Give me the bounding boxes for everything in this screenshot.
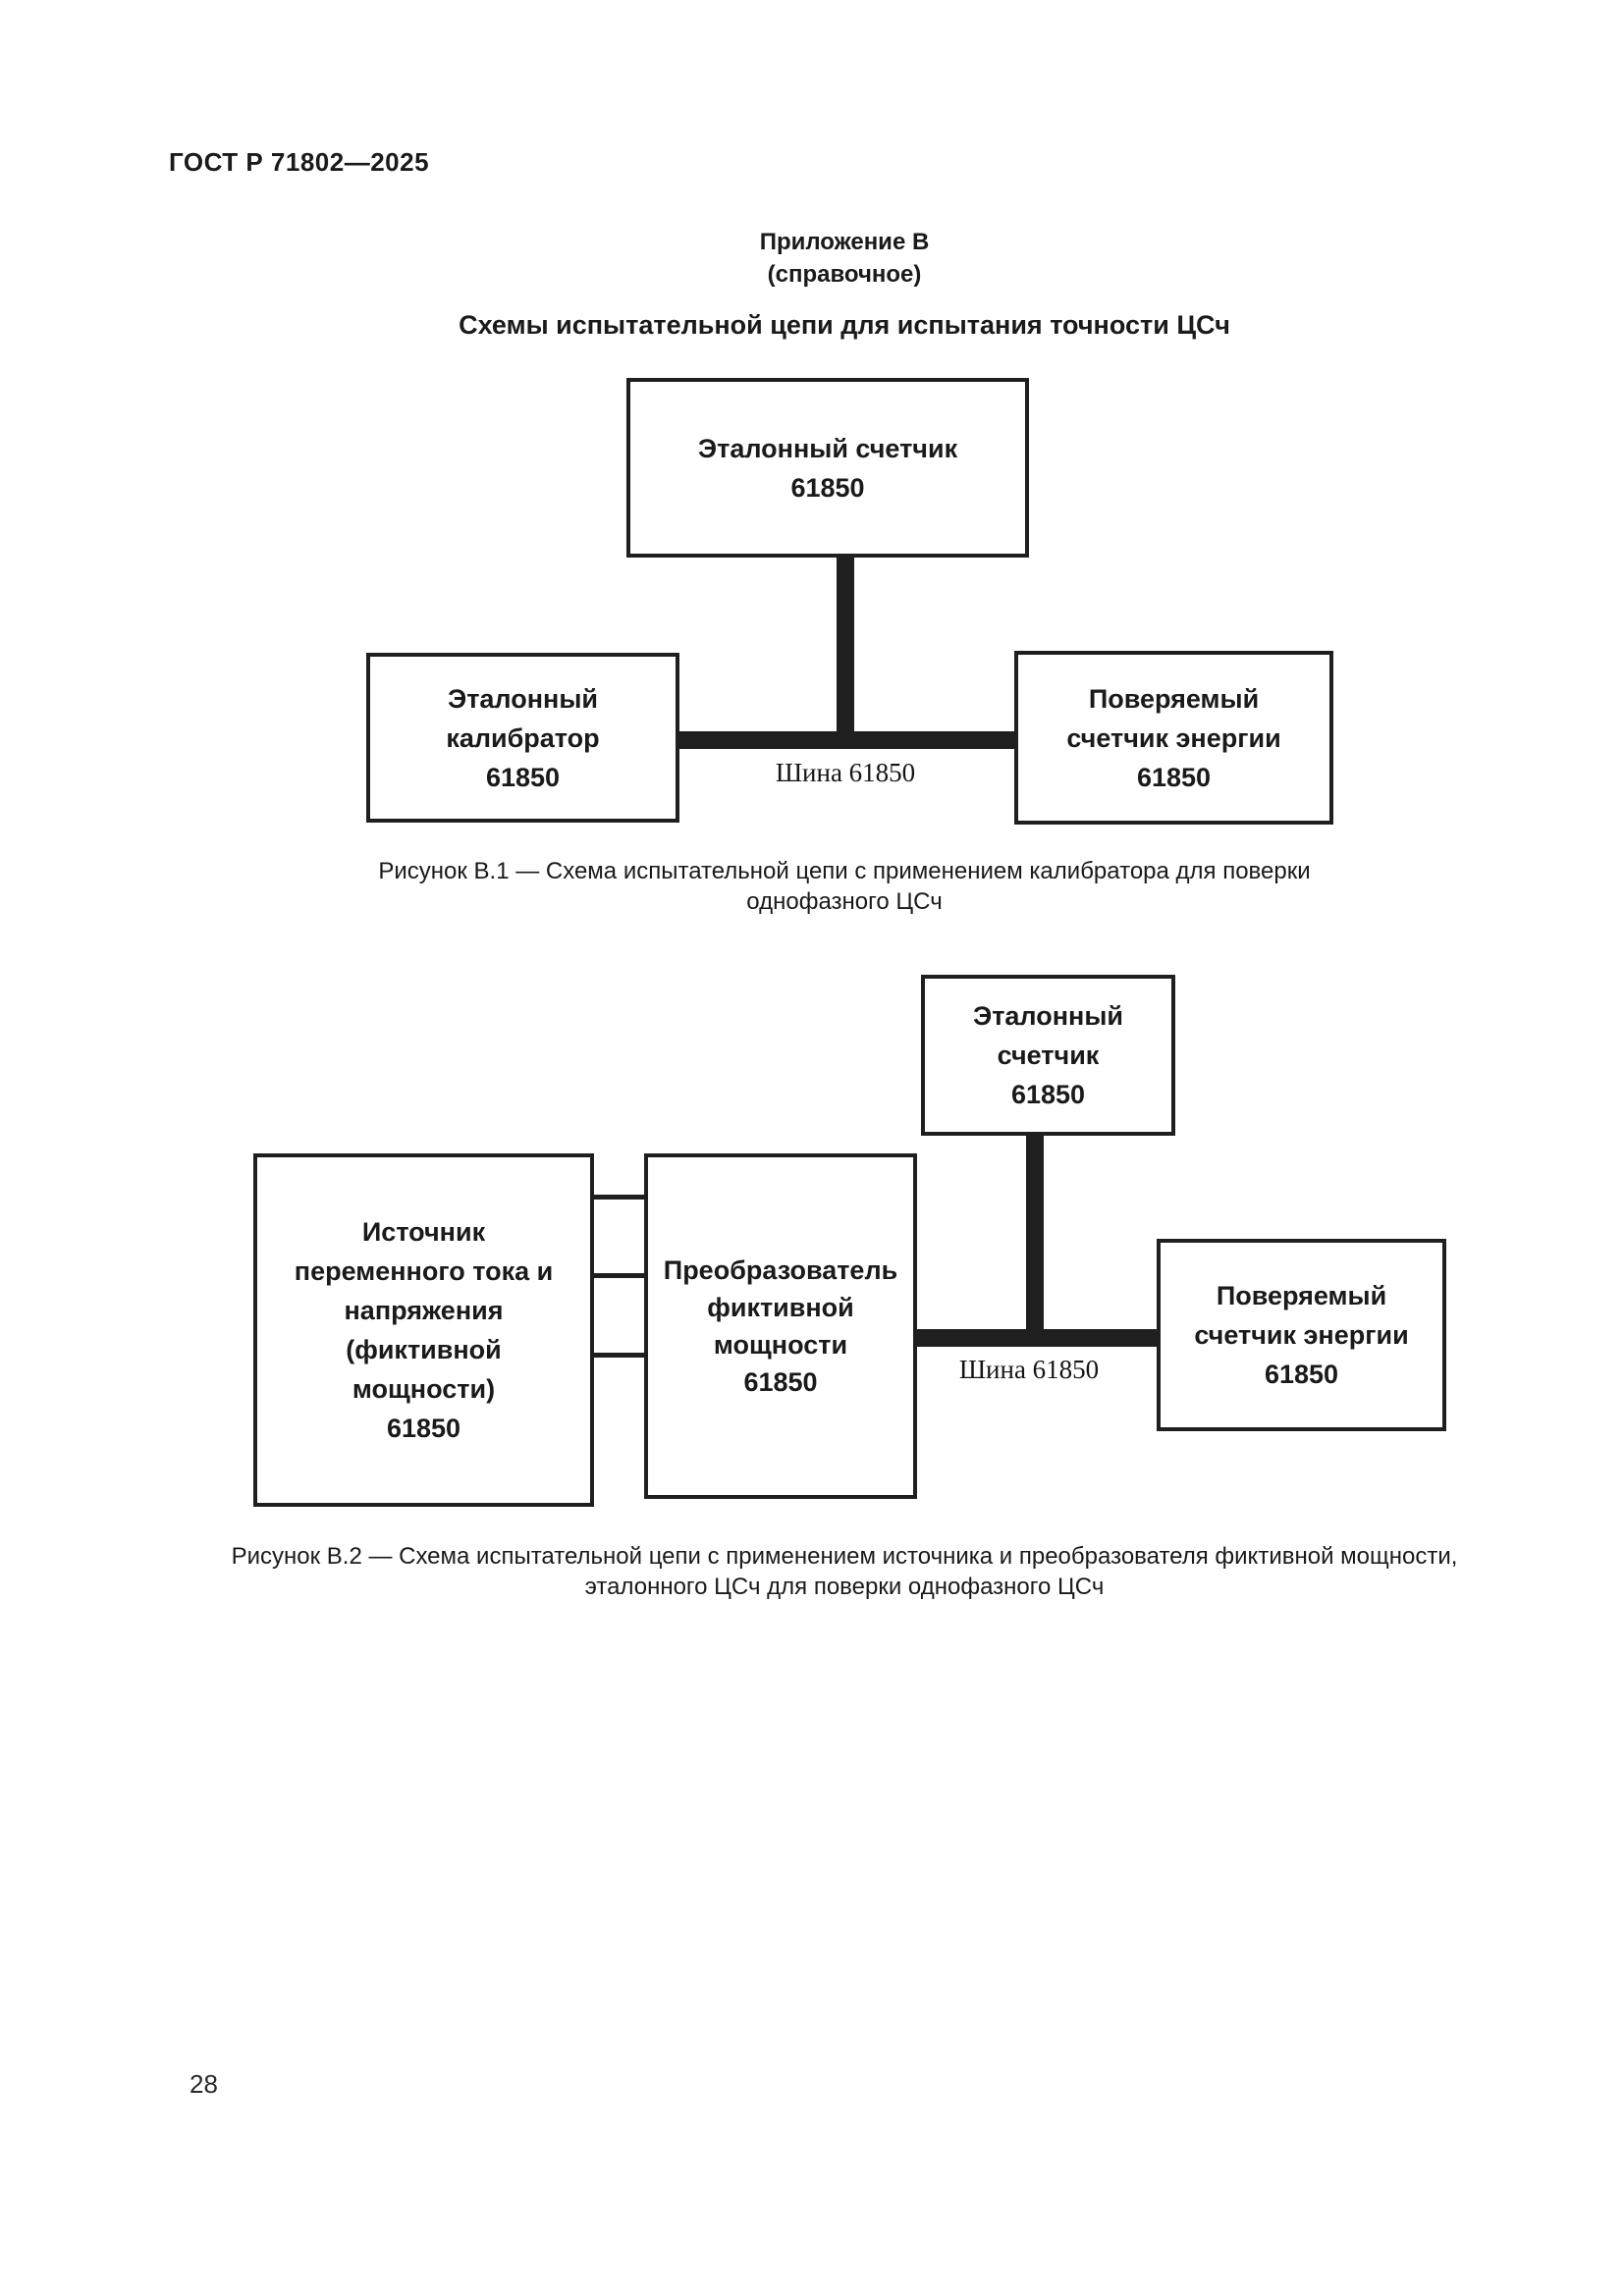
box-label-line: Поверяемый	[1088, 683, 1260, 714]
b2-box-meter-under-test: Поверяемый счетчик энергии 61850	[1157, 1239, 1446, 1431]
b1-horizontal-bus-line	[679, 731, 1014, 749]
box-label-line: Преобразователь	[663, 1255, 898, 1285]
appendix-title: Приложение В	[759, 229, 930, 255]
caption-line: однофазного ЦСч	[746, 888, 943, 915]
b2-wire-connector-middle	[591, 1273, 646, 1278]
box-label-line: 61850	[1136, 762, 1212, 792]
b2-caption: Рисунок В.2 — Схема испытательной цепи с…	[137, 1541, 1551, 1602]
box-label-line: Эталонный	[447, 683, 598, 714]
box-label-line: калибратор	[446, 722, 600, 753]
box-label-line: Источник	[361, 1217, 486, 1247]
b2-vertical-bus-line	[1026, 1136, 1044, 1347]
box-label-line: переменного тока и	[294, 1256, 554, 1286]
box-label-line: Эталонный	[972, 1001, 1123, 1031]
b2-box-reference-meter: Эталонный счетчик 61850	[921, 975, 1175, 1136]
box-label-line: счетчик энергии	[1066, 722, 1281, 753]
b2-bus-label: Шина 61850	[958, 1355, 1100, 1384]
box-label-line: 61850	[743, 1367, 818, 1397]
b2-wire-connector-top	[591, 1195, 646, 1200]
box-label-line: 61850	[1264, 1360, 1339, 1389]
document-header: ГОСТ Р 71802—2025	[169, 147, 430, 177]
b2-wire-connector-bottom	[591, 1353, 646, 1358]
box-label-line: фиктивной	[707, 1293, 854, 1322]
box-label-line: 61850	[485, 762, 561, 792]
box-label-line: счетчик энергии	[1194, 1320, 1409, 1350]
caption-line: Рисунок В.2 — Схема испытательной цепи с…	[231, 1543, 1458, 1570]
b1-box-meter-under-test: Поверяемый счетчик энергии 61850	[1014, 651, 1333, 825]
appendix-subtitle: (справочное)	[767, 261, 922, 288]
b1-bus-label: Шина 61850	[775, 758, 916, 787]
b1-vertical-bus-line	[837, 558, 854, 749]
box-label-line: мощности	[713, 1330, 848, 1360]
b1-box-reference-meter: Эталонный счетчик 61850	[626, 378, 1029, 558]
b1-caption: Рисунок В.1 — Схема испытательной цепи с…	[137, 856, 1551, 917]
box-label-line: счетчик	[997, 1041, 1100, 1070]
box-label-line: напряжения	[344, 1296, 504, 1325]
box-label-line: 61850	[790, 472, 865, 503]
b2-box-source: Источник переменного тока и напряжения (…	[253, 1153, 594, 1507]
box-label-line: (фиктивной	[346, 1335, 502, 1364]
box-label-line: Эталонный счетчик	[697, 433, 958, 463]
b2-box-converter: Преобразователь фиктивной мощности 61850	[644, 1153, 917, 1499]
page-title: Схемы испытательной цепи для испытания т…	[459, 310, 1230, 340]
caption-line: эталонного ЦСч для поверки однофазного Ц…	[584, 1574, 1105, 1600]
box-label-line: 61850	[386, 1414, 461, 1443]
box-label-line: 61850	[1010, 1080, 1086, 1109]
box-label-line: Поверяемый	[1216, 1281, 1387, 1310]
page-number: 28	[189, 2069, 218, 2099]
appendix-heading: Приложение В (справочное)	[137, 226, 1551, 291]
caption-line: Рисунок В.1 — Схема испытательной цепи с…	[378, 858, 1311, 884]
b2-horizontal-bus-line	[917, 1329, 1157, 1347]
b1-box-reference-calibrator: Эталонный калибратор 61850	[366, 653, 679, 823]
box-label-line: мощности)	[352, 1374, 496, 1404]
